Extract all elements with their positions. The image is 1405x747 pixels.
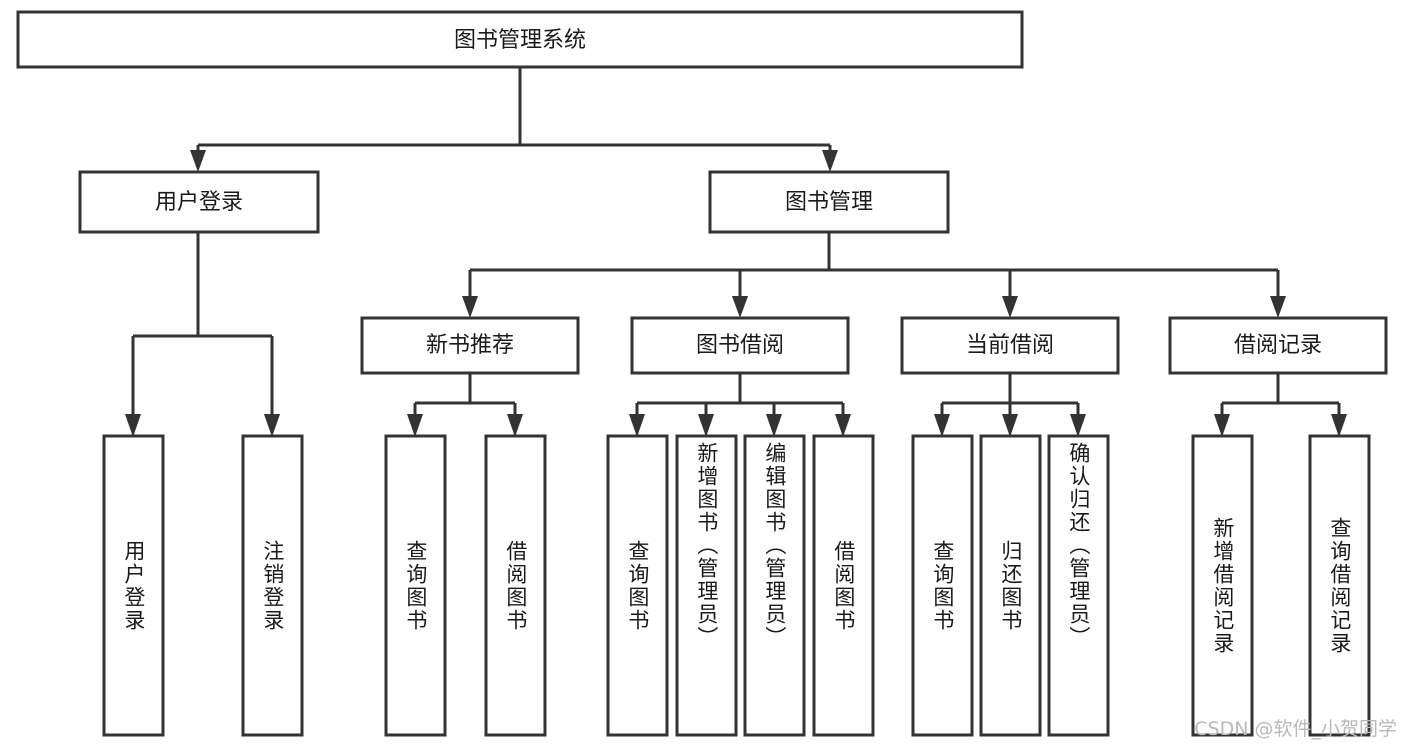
node-leaf-add-record[interactable] <box>1191 434 1254 737</box>
node-leaf-user-login[interactable] <box>102 434 165 737</box>
edge-bookmanage-to-level3 <box>462 232 1286 318</box>
node-leaf-query-record[interactable] <box>1308 434 1371 737</box>
watermark-text: CSDN @软件_小贺同学 <box>1194 718 1397 740</box>
edge-currentborrow-to-leaves <box>934 373 1086 437</box>
node-book-manage[interactable]: 图书管理 <box>708 170 950 234</box>
node-current-borrow[interactable]: 当前借阅 <box>900 316 1120 375</box>
arrow-icon <box>407 414 423 437</box>
node-leaf-query-book-3[interactable] <box>911 434 974 737</box>
arrow-icon <box>264 414 280 437</box>
node-leaf-borrow-book-2[interactable] <box>812 434 875 737</box>
arrow-icon <box>190 150 206 172</box>
arrow-icon <box>1002 414 1018 437</box>
node-book-manage-label: 图书管理 <box>785 190 873 215</box>
edge-bookborrow-to-leaves <box>629 373 851 437</box>
node-user-login-label: 用户登录 <box>155 190 243 215</box>
arrow-icon <box>462 296 478 318</box>
edge-newbook-to-leaves <box>407 373 523 437</box>
edge-root-to-level2 <box>190 67 838 172</box>
edge-userlogin-to-leaves <box>125 232 280 437</box>
node-root[interactable]: 图书管理系统 <box>16 10 1024 69</box>
node-new-book-recommend-label: 新书推荐 <box>426 333 514 358</box>
node-leaf-borrow-book-1[interactable] <box>484 434 547 737</box>
node-leaf-edit-book[interactable] <box>743 434 806 737</box>
node-leaf-query-book-1[interactable] <box>384 434 447 737</box>
arrow-icon <box>1002 296 1018 318</box>
arrow-icon <box>507 414 523 437</box>
node-leaf-confirm-return[interactable] <box>1047 434 1110 737</box>
node-leaf-add-book[interactable] <box>675 434 738 737</box>
node-current-borrow-label: 当前借阅 <box>966 333 1054 358</box>
edge-borrowrecord-to-leaves <box>1214 373 1347 437</box>
arrow-icon <box>629 414 645 437</box>
node-root-label: 图书管理系统 <box>454 28 586 53</box>
arrow-icon <box>1214 414 1230 437</box>
node-borrow-record-label: 借阅记录 <box>1234 333 1322 358</box>
arrow-icon <box>835 414 851 437</box>
arrow-icon <box>125 414 141 437</box>
node-borrow-record[interactable]: 借阅记录 <box>1168 316 1388 375</box>
arrow-icon <box>1331 414 1347 437</box>
node-leaf-query-book-2[interactable] <box>606 434 669 737</box>
arrow-icon <box>698 414 714 437</box>
node-leaf-return-book[interactable] <box>979 434 1042 737</box>
node-book-borrow[interactable]: 图书借阅 <box>630 316 850 375</box>
arrow-icon <box>732 296 748 318</box>
arrow-icon <box>934 414 950 437</box>
arrow-icon <box>766 414 782 437</box>
arrow-icon <box>822 150 838 172</box>
node-user-login[interactable]: 用户登录 <box>78 170 320 234</box>
node-leaf-logout[interactable] <box>241 434 304 737</box>
arrow-icon <box>1270 296 1286 318</box>
node-book-borrow-label: 图书借阅 <box>696 333 784 358</box>
arrow-icon <box>1070 414 1086 437</box>
node-new-book-recommend[interactable]: 新书推荐 <box>360 316 580 375</box>
